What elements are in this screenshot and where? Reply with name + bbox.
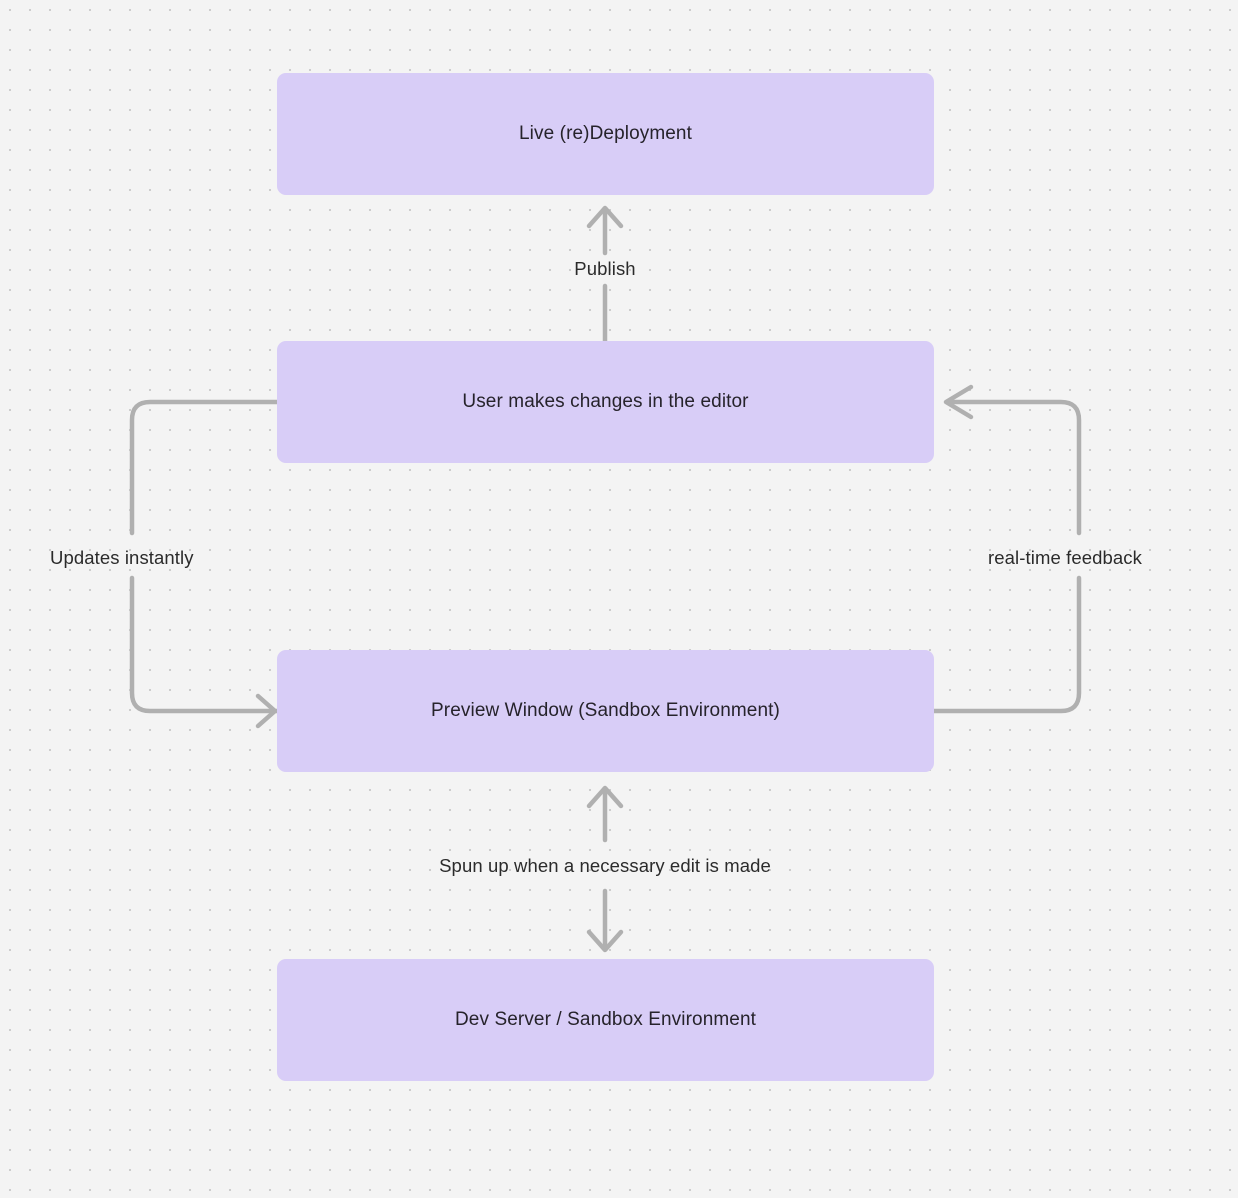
node-preview-window[interactable]: Preview Window (Sandbox Environment)	[277, 650, 934, 772]
node-label: User makes changes in the editor	[462, 390, 749, 412]
edge-label-updates-instantly: Updates instantly	[50, 546, 194, 568]
edge-label-real-time-feedback: real-time feedback	[988, 546, 1142, 568]
edge-label-spun-up: Spun up when a necessary edit is made	[439, 854, 771, 876]
node-label: Preview Window (Sandbox Environment)	[431, 699, 780, 721]
node-label: Live (re)Deployment	[519, 122, 692, 144]
node-label: Dev Server / Sandbox Environment	[454, 1008, 756, 1030]
node-user-makes-changes[interactable]: User makes changes in the editor	[277, 341, 934, 463]
node-dev-server[interactable]: Dev Server / Sandbox Environment	[277, 959, 934, 1081]
edge-label-publish: Publish	[574, 257, 636, 279]
node-live-redeployment[interactable]: Live (re)Deployment	[277, 73, 934, 195]
